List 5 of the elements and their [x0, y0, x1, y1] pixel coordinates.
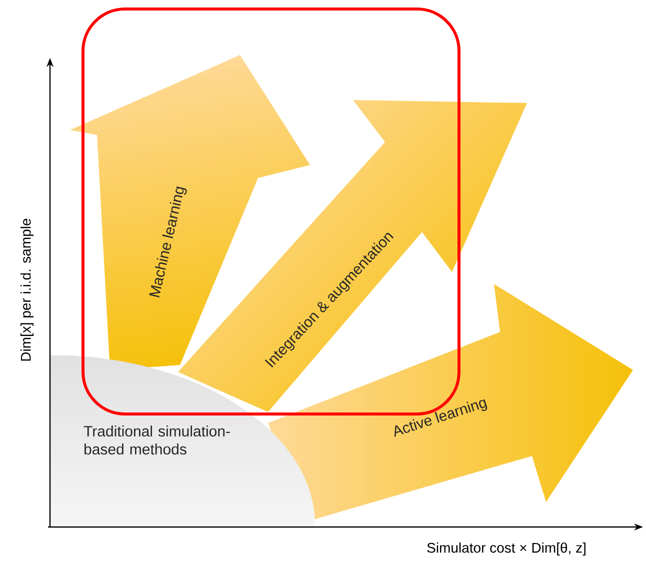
- block-arrow: Active learning: [394, 399, 488, 437]
- shaded-region: Traditional simulation-based methods: [84, 426, 230, 455]
- block-arrow: Machine learning: [149, 186, 187, 298]
- axis-label: Dim[x] per i.i.d. sample: [20, 218, 34, 361]
- axis-label: Simulator cost × Dim[θ, z]: [427, 542, 586, 556]
